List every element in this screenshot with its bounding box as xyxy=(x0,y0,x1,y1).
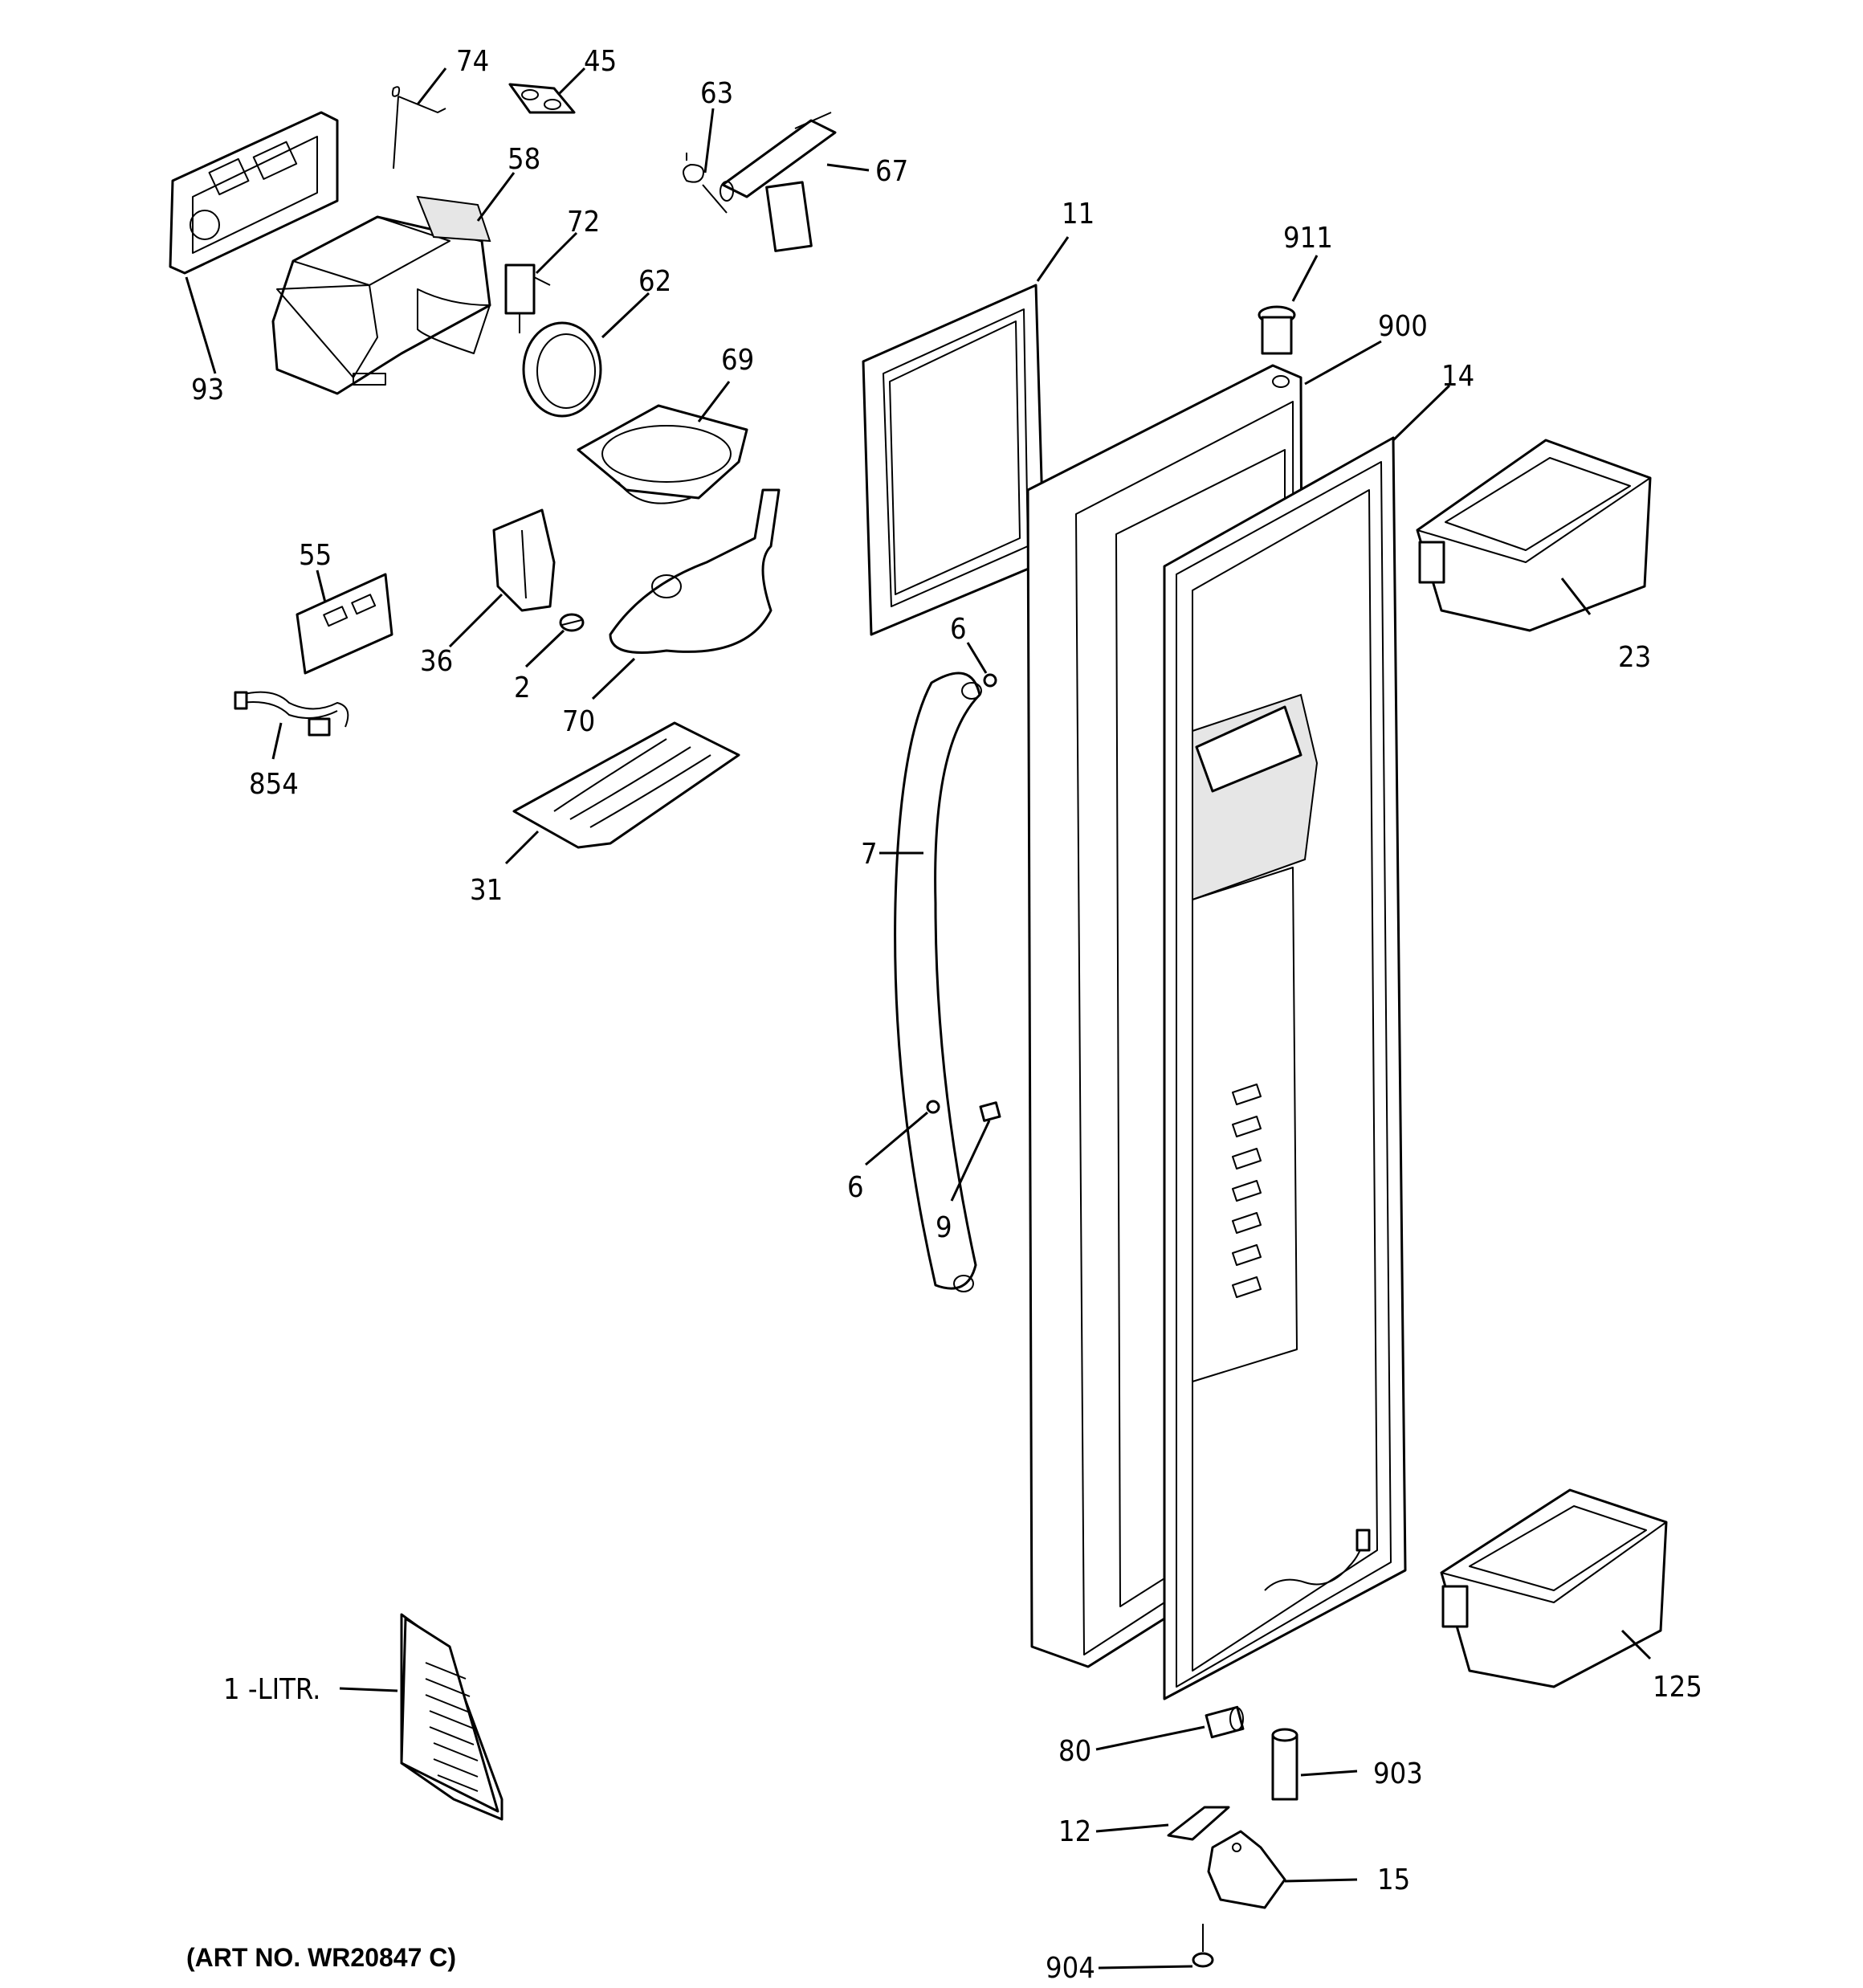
callout-854: 854 xyxy=(249,768,299,801)
callout-904: 904 xyxy=(1046,1952,1095,1985)
callout-14: 14 xyxy=(1441,360,1474,393)
part-67-hinge xyxy=(720,112,837,252)
callout-67: 67 xyxy=(875,155,908,188)
part-911-bushing xyxy=(1258,305,1296,355)
part-31-drip-tray xyxy=(512,721,740,849)
callout-69: 69 xyxy=(721,344,754,377)
callout-6-top: 6 xyxy=(950,613,967,646)
door-dispenser-recess xyxy=(1192,693,1319,1382)
part-904-screw xyxy=(1192,1924,1214,1968)
callout-9: 9 xyxy=(936,1211,952,1244)
part-7-handle xyxy=(894,672,982,1292)
callout-72: 72 xyxy=(567,206,600,239)
part-903-bushing xyxy=(1271,1728,1298,1801)
part-12-shim xyxy=(1167,1806,1230,1841)
part-15-hinge xyxy=(1207,1830,1286,1909)
callout-labels: 74 45 63 67 58 72 62 93 69 11 911 900 14… xyxy=(191,45,1702,1985)
part-2-screw xyxy=(559,613,585,632)
callout-11: 11 xyxy=(1062,198,1095,231)
part-58-housing xyxy=(271,195,491,395)
part-55-board xyxy=(296,573,393,675)
callout-36: 36 xyxy=(420,645,453,678)
part-125-door-bin xyxy=(1440,1488,1668,1688)
part-6-screw-bottom xyxy=(926,1100,940,1114)
callout-63: 63 xyxy=(700,77,733,110)
part-1-literature xyxy=(400,1613,503,1821)
callout-31: 31 xyxy=(470,874,503,907)
part-45-bracket xyxy=(508,83,576,114)
part-6-screw-top xyxy=(983,673,997,688)
callout-911: 911 xyxy=(1283,222,1333,255)
callout-7: 7 xyxy=(861,838,878,871)
callout-70: 70 xyxy=(562,705,595,738)
callout-45: 45 xyxy=(584,45,617,78)
leader-lines xyxy=(185,67,1652,1970)
callout-900: 900 xyxy=(1378,310,1428,343)
part-70-lever xyxy=(609,488,781,654)
part-9-screw xyxy=(979,1101,1001,1122)
callout-55: 55 xyxy=(299,539,332,572)
callout-903: 903 xyxy=(1373,1757,1423,1790)
callout-2: 2 xyxy=(514,672,531,704)
part-74-spring xyxy=(391,86,446,169)
part-72-switch xyxy=(504,263,551,333)
part-11-door-liner xyxy=(862,284,1046,636)
part-854-harness xyxy=(234,691,349,737)
callout-1-literature: 1 -LITR. xyxy=(223,1673,320,1706)
callout-74: 74 xyxy=(456,45,489,78)
part-80-fitting xyxy=(1205,1705,1245,1739)
door-wire xyxy=(1264,1529,1371,1591)
callout-12: 12 xyxy=(1058,1815,1091,1848)
callout-23: 23 xyxy=(1618,641,1651,674)
part-93-control-panel xyxy=(169,111,339,275)
part-14-gasket xyxy=(1163,436,1407,1700)
part-69-chute xyxy=(577,404,748,504)
callout-93: 93 xyxy=(191,374,224,406)
callout-80: 80 xyxy=(1058,1735,1091,1768)
part-62-ring xyxy=(522,321,602,418)
part-63-spring xyxy=(683,153,728,214)
callout-58: 58 xyxy=(508,143,540,176)
callout-62: 62 xyxy=(638,265,671,298)
part-23-door-bin xyxy=(1416,439,1652,632)
door-shelf-clips xyxy=(1232,1084,1262,1298)
callout-125: 125 xyxy=(1653,1671,1702,1704)
part-36-bracket xyxy=(492,508,556,612)
art-number: (ART NO. WR20847 C) xyxy=(186,1943,456,1972)
callout-15: 15 xyxy=(1377,1863,1410,1896)
callout-6-bottom: 6 xyxy=(847,1171,864,1204)
